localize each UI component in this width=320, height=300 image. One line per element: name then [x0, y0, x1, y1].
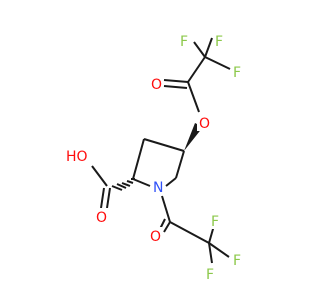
bond-f3-cf3top	[204, 56, 231, 70]
bond-ring-n-c5	[165, 177, 177, 187]
bond-n-amide-carbon	[161, 195, 171, 223]
bond-carboxyl-oh	[91, 165, 108, 187]
fluorine-atom-2: F	[215, 34, 223, 50]
bond-ring-c3-c2	[132, 138, 145, 180]
hydroxyl-group: HO	[66, 149, 88, 165]
fluorine-atom-4: F	[211, 214, 219, 230]
bond-amide-c-o-double-1	[163, 221, 171, 233]
acid-carbonyl-oxygen: O	[96, 210, 107, 226]
bond-amide-cf3bottom	[169, 221, 210, 244]
fluorine-atom-1: F	[180, 34, 188, 50]
bond-ester-c-o-double-1	[163, 79, 189, 83]
ester-oxygen: O	[199, 116, 210, 132]
bond-cf3top-carbonyl	[187, 56, 206, 83]
bond-ester-c-o-double-2	[163, 85, 188, 89]
bond-carbonyl-ester-o	[187, 81, 200, 113]
bond-carboxyl-c-o-double-1	[100, 187, 105, 209]
bond-f2-cf3top	[204, 37, 213, 58]
fluorine-atom-6: F	[206, 267, 214, 283]
bond-ring-c5-c4	[175, 150, 185, 179]
bond-carboxyl-c-o-double-2	[106, 187, 111, 209]
bond-f5-cf3bottom	[208, 242, 230, 258]
hashed-bond-c2-carboxyl	[111, 178, 135, 191]
bond-f6-cf3bottom	[208, 242, 213, 264]
ester-carbonyl-oxygen: O	[151, 77, 162, 93]
bond-ring-c4-c3	[143, 138, 185, 152]
bond-f1-cf3top	[193, 41, 206, 58]
ring-nitrogen: N	[153, 180, 163, 196]
amide-oxygen: O	[150, 229, 161, 245]
fluorine-atom-3: F	[233, 65, 241, 81]
fluorine-atom-5: F	[233, 253, 241, 269]
bond-ring-c2-n	[132, 178, 151, 187]
molecule-structure: F F F O O HO O N O F F F	[66, 34, 242, 283]
